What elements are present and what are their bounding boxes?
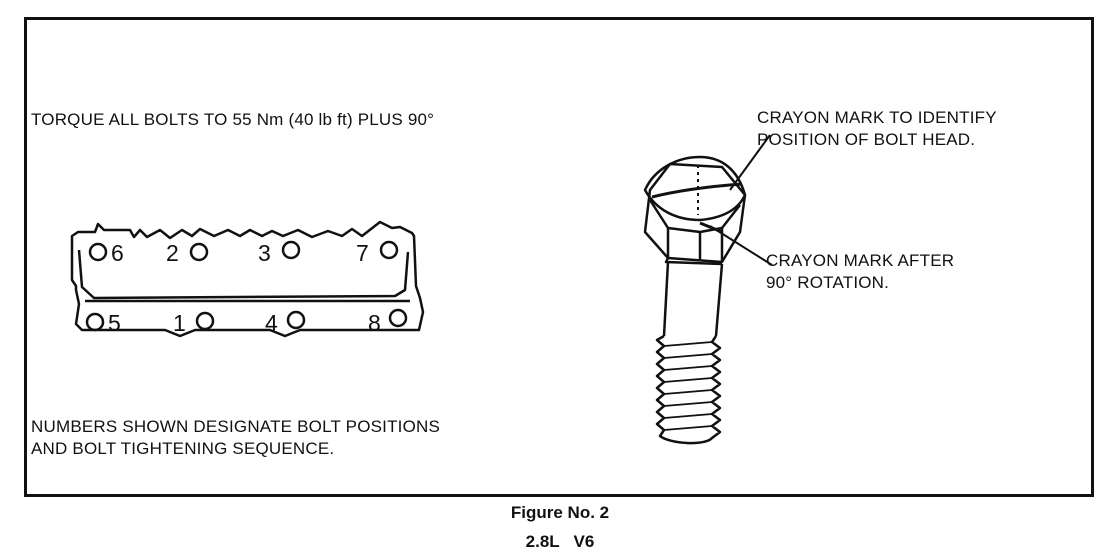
figure-caption-engine: 2.8L V6 — [525, 532, 595, 551]
callout-identify-line-1: CRAYON MARK TO IDENTIFY — [757, 108, 997, 127]
bolt-hole-6 — [88, 242, 108, 262]
leader-line-rotation — [709, 225, 773, 266]
figure-caption-title: Figure No. 2 — [510, 503, 610, 522]
bolt-note-line-2: AND BOLT TIGHTENING SEQUENCE. — [31, 439, 335, 458]
bolt-hole-1 — [195, 311, 215, 331]
torque-instruction: TORQUE ALL BOLTS TO 55 Nm (40 lb ft) PLU… — [31, 110, 435, 129]
bolt-hole-8 — [388, 308, 408, 328]
bolt-head-outline — [643, 162, 747, 264]
bolt-number-4: 4 — [265, 310, 278, 336]
cylinder-head-inner-line — [77, 249, 410, 300]
figure-frame — [24, 17, 1094, 497]
bolt-number-1: 1 — [173, 310, 186, 336]
bolt-drawing — [643, 155, 747, 445]
cylinder-head-drawing — [70, 220, 425, 338]
leader-line-identify — [729, 134, 771, 191]
bolt-number-6: 6 — [111, 240, 124, 266]
bolt-number-2: 2 — [166, 240, 179, 266]
bolt-number-8: 8 — [368, 310, 381, 336]
callout-rotation-line-2: 90° ROTATION. — [766, 273, 890, 292]
cylinder-head-outline — [70, 220, 425, 338]
leader-lines — [709, 134, 773, 266]
bolt-hole-7 — [379, 240, 399, 260]
callout-rotation-line-1: CRAYON MARK AFTER — [766, 251, 955, 270]
callout-identify-line-2: POSITION OF BOLT HEAD. — [757, 130, 976, 149]
bolt-number-5: 5 — [108, 310, 121, 336]
bolt-threads — [655, 334, 722, 445]
bolt-hole-4 — [286, 310, 306, 330]
bolt-head-top-face — [643, 155, 747, 222]
bottom-row-bolts: 5 1 4 8 — [85, 308, 408, 336]
bolt-hole-3 — [281, 240, 301, 260]
bolt-number-3: 3 — [258, 240, 271, 266]
top-row-bolts: 6 2 3 7 — [88, 240, 399, 266]
bolt-note-line-1: NUMBERS SHOWN DESIGNATE BOLT POSITIONS — [31, 417, 441, 436]
bolt-hole-2 — [189, 242, 209, 262]
bolt-number-7: 7 — [356, 240, 369, 266]
bolt-hole-5 — [85, 312, 105, 332]
